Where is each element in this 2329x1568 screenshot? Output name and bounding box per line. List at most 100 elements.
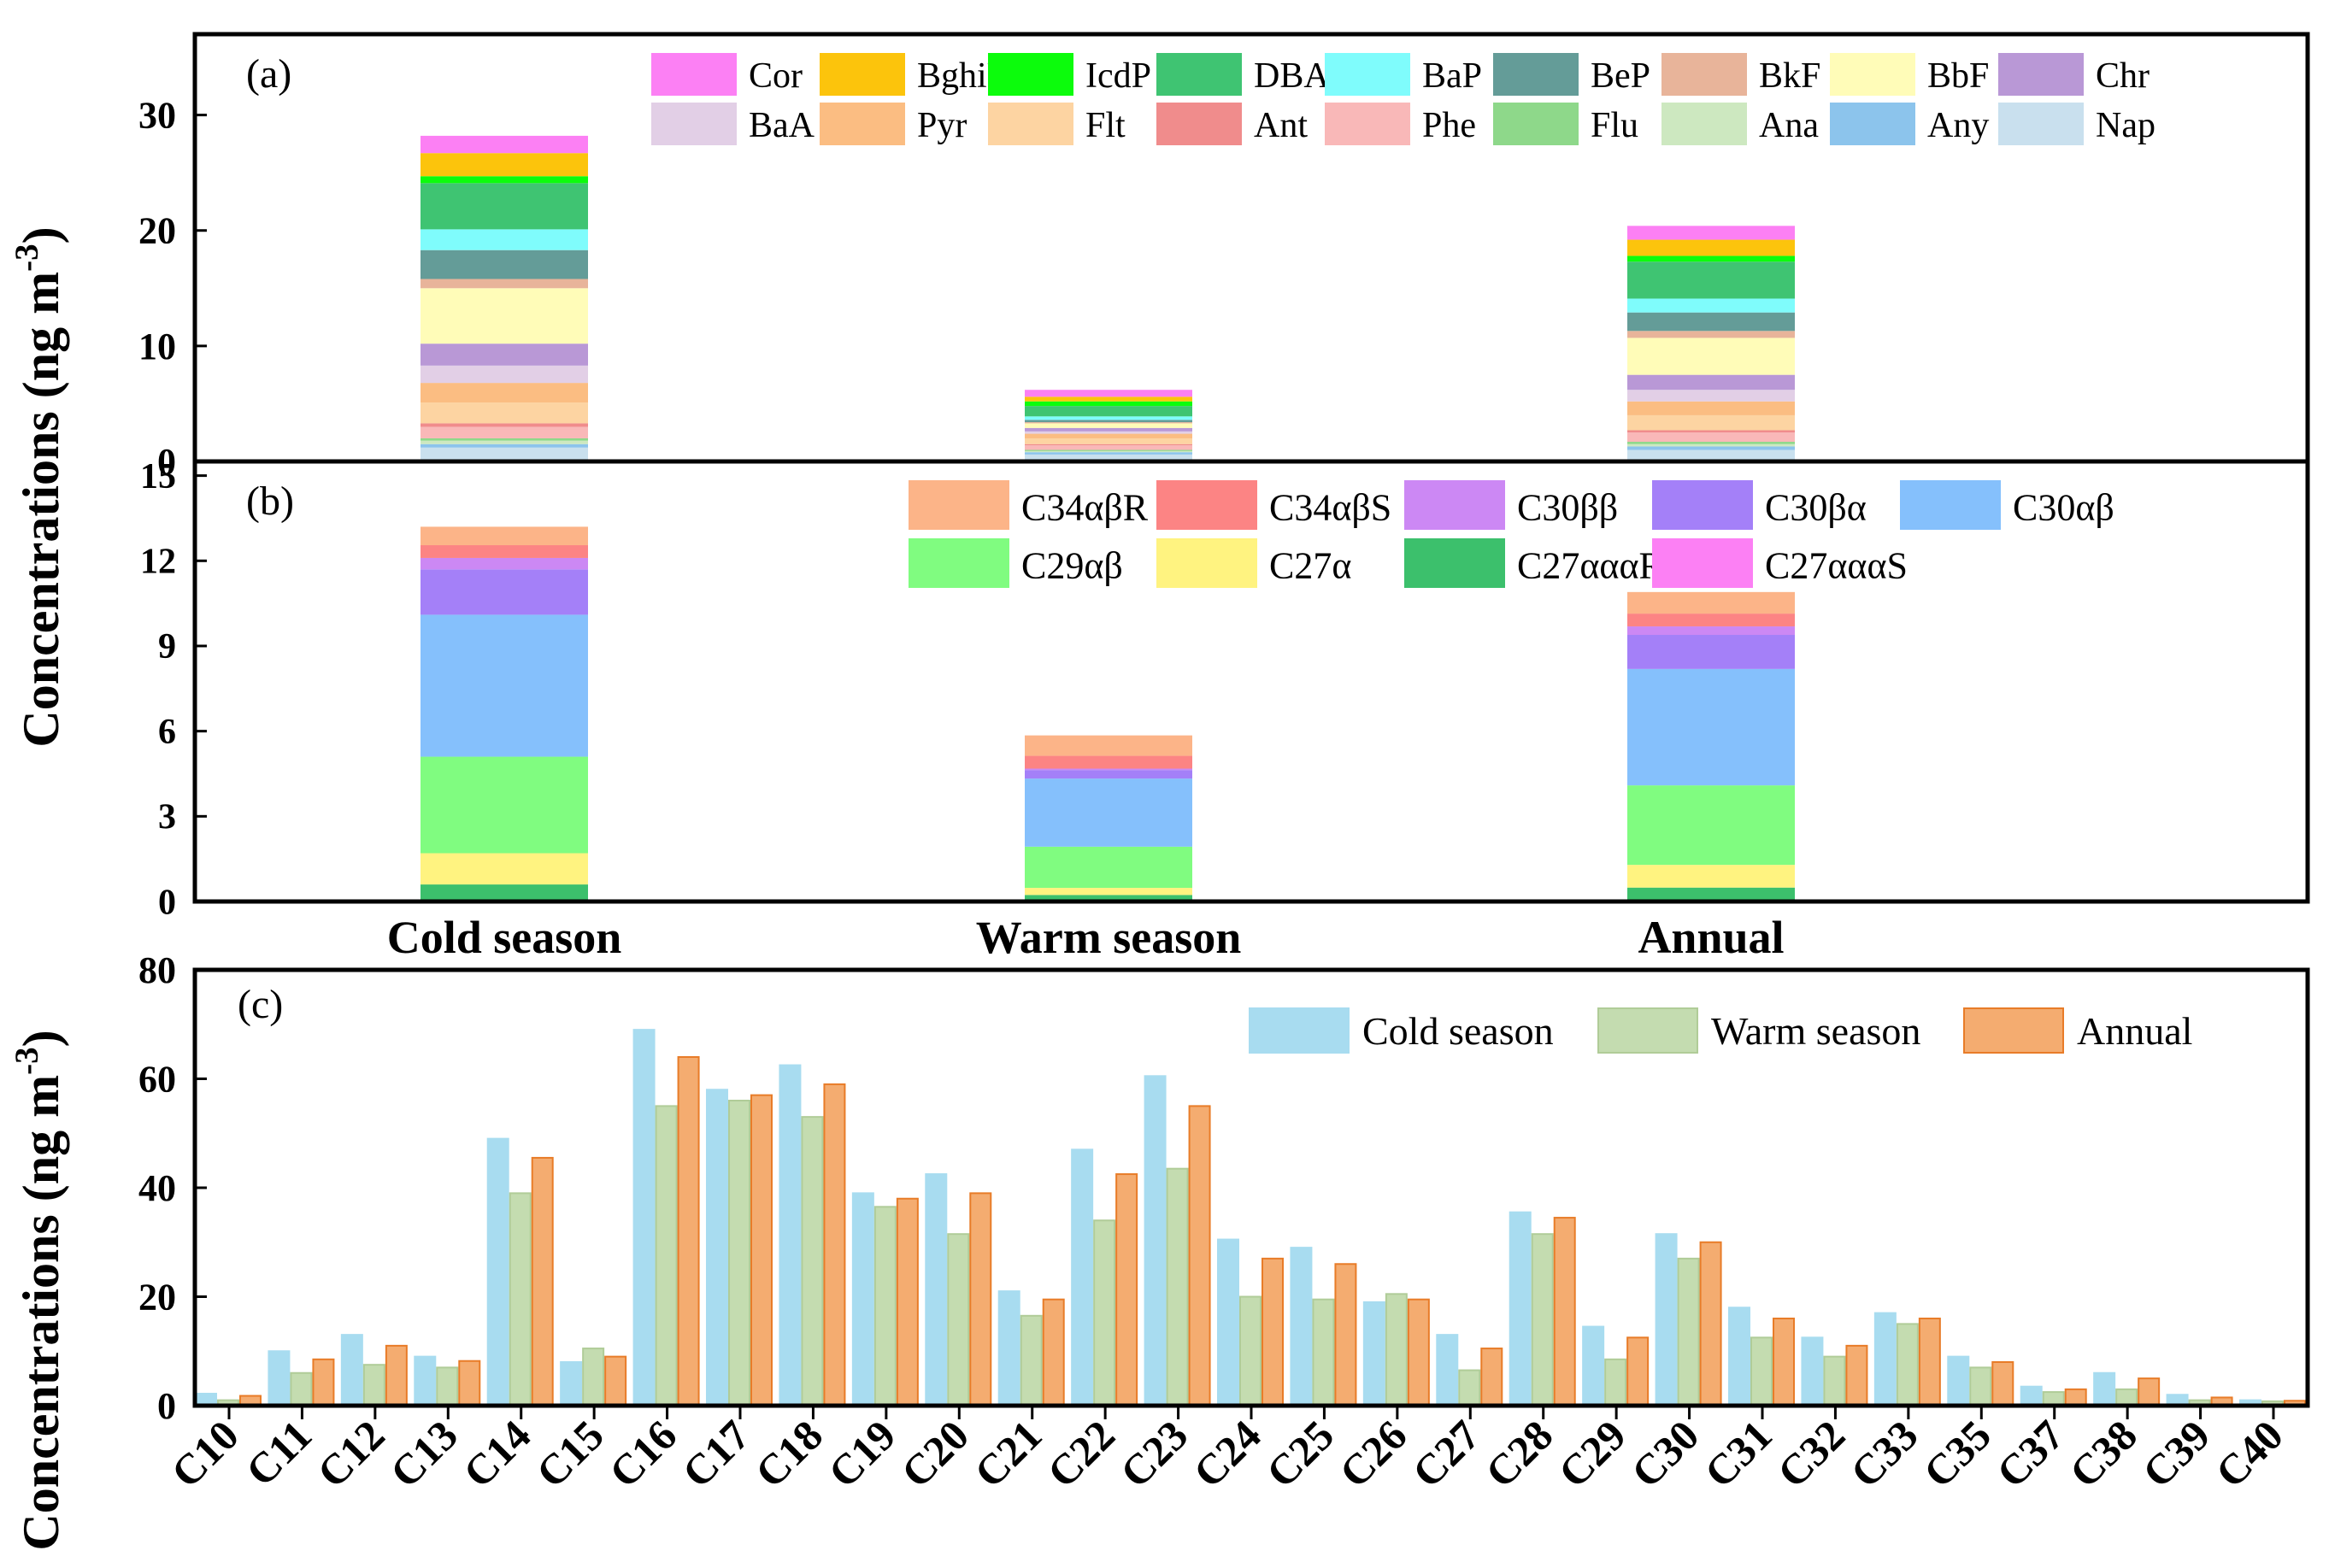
panel-c-bar-cold-season [1582, 1325, 1605, 1407]
panel-a-legend-label: DBA [1254, 56, 1330, 96]
panel-c-bar-warm-season [1312, 1298, 1335, 1407]
panel-a-bar-Phe [421, 426, 588, 438]
panel-c-xtick-label: C33 [1841, 1411, 1926, 1496]
panel-a-legend-label: IcdP [1085, 56, 1151, 96]
panel-a-bar-Any [1627, 446, 1795, 450]
panel-c-xtick: C30 [1622, 1411, 1708, 1496]
panel-c-xtick: C22 [1038, 1411, 1123, 1496]
panel-a-bar-Flt [1627, 414, 1795, 431]
panel-a-bar-Ana [421, 440, 588, 444]
panel-c-xtick: C15 [526, 1411, 612, 1496]
panel-c-xtick-label: C21 [965, 1411, 1050, 1496]
panel-c-xtick-label: C16 [600, 1411, 685, 1496]
panel-b-legend-swatch [1652, 480, 1753, 530]
panel-b-ytick-label: 6 [158, 713, 176, 752]
panel-c-bar-cold-season [1436, 1334, 1459, 1407]
panel-c-xtick-label: C19 [819, 1411, 904, 1496]
panel-b-bar-C34αβR [1025, 735, 1192, 756]
panel-a-bar-Ana [1627, 443, 1795, 447]
panel-c-legend-swatch [1249, 1007, 1350, 1054]
panel-a-bar-Cor [1025, 390, 1192, 397]
panel-c-bar-cold-season [340, 1334, 363, 1407]
panel-c-bar-cold-season [1144, 1075, 1167, 1407]
panel-a-legend-label: Cor [749, 56, 803, 96]
panel-b-bar-C34αβS [1627, 614, 1795, 627]
panel-c-bar-warm-season [1677, 1257, 1700, 1407]
panel-c-bar-cold-season [1290, 1247, 1313, 1407]
panel-a-bar-Flu [1025, 449, 1192, 451]
panel-c-bar-warm-season [362, 1364, 385, 1407]
panel-a-legend-swatch [1325, 53, 1410, 96]
panel-a-bar-BeP [421, 250, 588, 279]
panel-a-bar-Pyr [1627, 401, 1795, 415]
panel-a-bar-Chr [421, 344, 588, 366]
panel-b-bar-C27αααR [421, 884, 588, 901]
panel-a-legend-swatch [1998, 103, 2084, 145]
panel-a-legend-swatch [651, 53, 737, 96]
panel-c-bar-annual [2138, 1377, 2161, 1407]
panel-b-bar-C29αβ [421, 756, 588, 854]
panel-c-legend-label: Warm season [1711, 1009, 1920, 1053]
panel-a-legend-label: BkF [1759, 56, 1820, 96]
panel-a-bar-Flt [1025, 438, 1192, 444]
panel-a-bar-BbF [421, 288, 588, 344]
panel-c-bar-warm-season [1458, 1369, 1481, 1407]
panel-c-xtick-label: C15 [526, 1411, 612, 1496]
panel-c-xtick-label: C30 [1622, 1411, 1708, 1496]
panel-c-bar-cold-season [851, 1192, 874, 1407]
panel-c-xtick-label: C18 [746, 1411, 832, 1496]
panel-b-bar-C30βα [1627, 635, 1795, 669]
panel-a-bar-BaA [1025, 431, 1192, 434]
panel-c-xtick: C14 [454, 1411, 539, 1496]
panel-c-xtick: C35 [1914, 1411, 2000, 1496]
panel-c-xtick-label: C39 [2133, 1411, 2219, 1496]
panel-a-legend-swatch [1156, 103, 1242, 145]
panel-b-legend-label: C27α [1269, 544, 1351, 586]
panel-b-bar-C27αααR [1025, 895, 1192, 901]
panel-a-bar-Ant [1025, 443, 1192, 446]
panel-c-xtick: C33 [1841, 1411, 1926, 1496]
y-axis-title-c: Concentrations (ng m-3) [9, 1030, 69, 1550]
panel-a-legend-label: Phe [1422, 106, 1476, 145]
panel-c-bar-annual [1626, 1336, 1650, 1407]
panel-a-bar-Pyr [421, 383, 588, 403]
panel-c-legend-swatch [1597, 1007, 1698, 1054]
panel-c-xtick-label: C26 [1330, 1411, 1415, 1496]
panel-c-bar-cold-season [1873, 1312, 1897, 1407]
panel-c-bar-warm-season [1020, 1314, 1043, 1407]
panel-a-bar-Ant [421, 423, 588, 427]
panel-a-bar-Flu [1627, 442, 1795, 444]
panel-c-bar-warm-season [582, 1348, 605, 1407]
panel-a-legend-swatch [1156, 53, 1242, 96]
panel-c-xtick: C16 [600, 1411, 685, 1496]
panel-a-bar-Phe [1025, 445, 1192, 450]
panel-a-legend-swatch [820, 103, 905, 145]
panel-a-bar-BghiP [421, 153, 588, 177]
panel-c-bar-warm-season [1166, 1167, 1189, 1407]
panel-c-bar-annual [969, 1192, 992, 1407]
panel-a-bar-IcdP [421, 176, 588, 184]
panel-c-xtick: C38 [2060, 1411, 2145, 1496]
category-label: Warm season [976, 912, 1242, 963]
panel-c-bar-warm-season [655, 1105, 678, 1407]
panel-c-bar-warm-season [801, 1116, 824, 1407]
panel-a-bar-BaP [1025, 416, 1192, 420]
panel-a-legend-swatch [1830, 53, 1915, 96]
panel-c-xtick: C24 [1184, 1411, 1269, 1496]
panel-a-bar-BeP [1025, 420, 1192, 423]
panel-c-bar-cold-season [268, 1350, 291, 1407]
panel-c-ytick-label: 60 [138, 1059, 176, 1101]
panel-c-xtick-label: C14 [454, 1411, 539, 1496]
panel-a-bar-Flt [421, 402, 588, 424]
panel-c-xtick: C32 [1768, 1411, 1854, 1496]
panel-c-bar-warm-season [1896, 1323, 1919, 1407]
panel-c-bar-warm-season [1823, 1355, 1846, 1407]
panel-c-xtick: C39 [2133, 1411, 2219, 1496]
panel-c-bar-cold-season [414, 1355, 437, 1407]
panel-b-bar-C34αβS [1025, 755, 1192, 769]
panel-c-bar-warm-season [728, 1100, 750, 1407]
panel-a-bar-Pyr [1025, 433, 1192, 438]
panel-a-bar-Cor [1627, 226, 1795, 240]
panel-a-legend-swatch [1493, 103, 1579, 145]
